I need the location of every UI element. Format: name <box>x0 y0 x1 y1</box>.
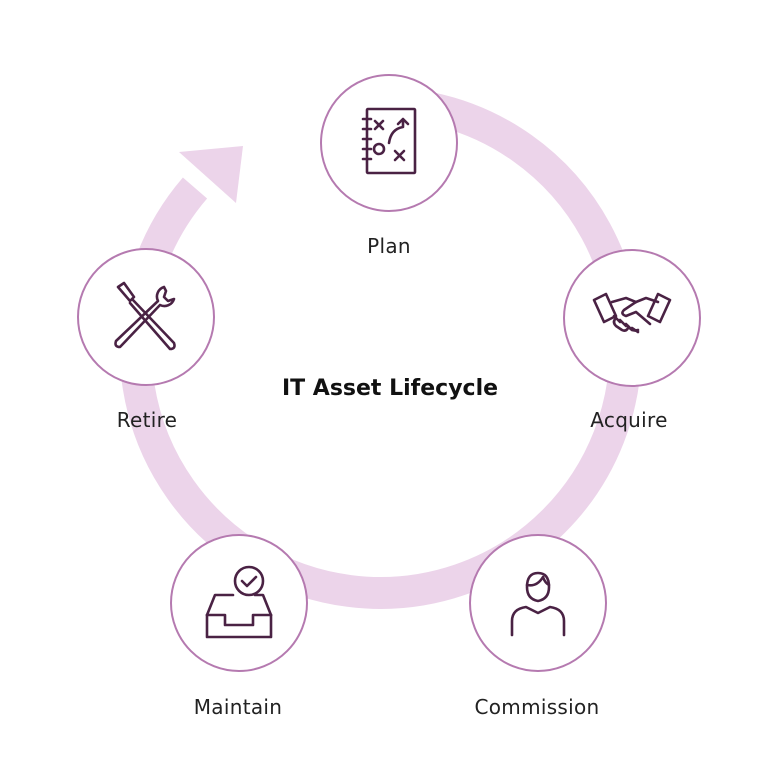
stage-acquire-label: Acquire <box>590 408 668 432</box>
stage-acquire-node <box>563 249 701 387</box>
cycle-arrow-head <box>179 146 243 203</box>
stage-retire-label: Retire <box>116 408 178 432</box>
stage-retire-node <box>77 248 215 386</box>
handshake-icon <box>592 292 672 334</box>
stage-commission-node <box>469 534 607 672</box>
strategy-board-icon <box>361 107 417 175</box>
inbox-check-icon <box>205 565 273 639</box>
tools-icon <box>114 281 176 351</box>
stage-plan-node <box>320 74 458 212</box>
diagram-title: IT Asset Lifecycle <box>281 376 499 401</box>
stage-commission-label: Commission <box>474 695 600 719</box>
stage-maintain-label: Maintain <box>193 695 283 719</box>
stage-plan-label: Plan <box>367 234 411 258</box>
person-icon <box>510 571 566 637</box>
stage-maintain-node <box>170 534 308 672</box>
